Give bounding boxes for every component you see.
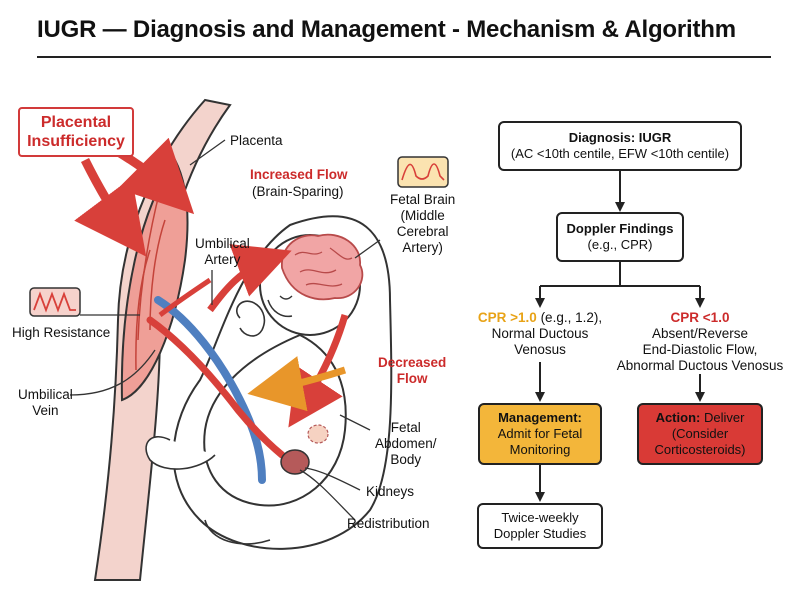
kidneys-label: Kidneys (366, 484, 415, 499)
placental-insufficiency-label: Placental Insufficiency (18, 107, 134, 157)
kidney-shape (280, 449, 310, 475)
management-box: Management: Admit for Fetal Monitoring (478, 403, 602, 465)
redistribution-label: Redistribution (347, 516, 430, 531)
umbilical-artery-label: Umbilical Artery (195, 236, 250, 267)
fetal-brain-label: Fetal Brain (Middle Cerebral Artery) (390, 192, 456, 255)
follow-up-box: Twice-weekly Doppler Studies (477, 503, 603, 549)
fetal-abdomen-label: Fetal Abdomen/ Body (375, 420, 437, 467)
decreased-flow-arrow-orange (247, 356, 347, 412)
umbilical-artery-path (146, 316, 286, 459)
placenta-label: Placenta (230, 133, 283, 148)
action-box: Action: Deliver (Consider Corticosteroid… (637, 403, 763, 465)
increased-flow-arrow (207, 244, 292, 313)
umbilical-vein-label: Umbilical Vein (18, 387, 73, 418)
cpr-low-label: CPR <1.0 Absent/Reverse End-Diastolic Fl… (616, 310, 784, 373)
placenta-lobe (120, 158, 189, 402)
decreased-flow-label: Decreased Flow (378, 355, 447, 386)
doppler-findings-box: Doppler Findings (e.g., CPR) (556, 212, 684, 262)
diagnosis-box: Diagnosis: IUGR (AC <10th centile, EFW <… (498, 121, 742, 171)
cpr-high-label: CPR >1.0 (e.g., 1.2), Normal Ductous Ven… (477, 310, 603, 357)
title-divider (37, 56, 771, 58)
increased-flow-label: Increased Flow (250, 167, 348, 182)
umbilical-vein-path (154, 296, 266, 484)
fetal-brain-shape (281, 233, 364, 301)
brain-sparing-label: (Brain-Sparing) (252, 184, 344, 199)
high-resistance-label: High Resistance (12, 325, 111, 340)
page-title: IUGR — Diagnosis and Management - Mechan… (37, 16, 736, 43)
